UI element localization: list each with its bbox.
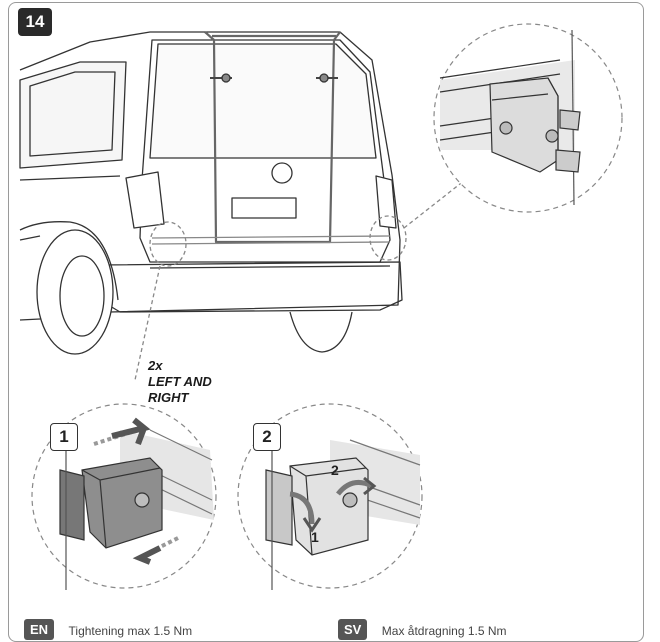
rotation-label-2: 2 xyxy=(331,462,339,478)
detail-2 xyxy=(237,403,423,590)
van-illustration xyxy=(19,31,466,381)
detail-number-2: 2 xyxy=(253,423,281,451)
note-line-1: LEFT AND xyxy=(148,374,212,389)
language-en: EN Tightening max 1.5 Nm xyxy=(24,619,192,641)
rotation-label-1: 1 xyxy=(311,529,319,545)
language-text-en: Tightening max 1.5 Nm xyxy=(68,624,193,638)
detail-hinge-top xyxy=(433,23,623,213)
detail-number-1: 1 xyxy=(50,423,78,451)
detail-1 xyxy=(31,403,217,590)
quantity-label: 2x xyxy=(148,358,163,373)
step-number-badge: 14 xyxy=(18,8,52,36)
quantity-note: 2x LEFT AND RIGHT xyxy=(148,358,212,406)
language-sv: SV Max åtdragning 1.5 Nm xyxy=(338,619,507,641)
note-line-2: RIGHT xyxy=(148,390,189,405)
language-text-sv: Max åtdragning 1.5 Nm xyxy=(381,624,507,638)
language-code-en: EN xyxy=(24,619,55,640)
language-code-sv: SV xyxy=(338,619,368,640)
